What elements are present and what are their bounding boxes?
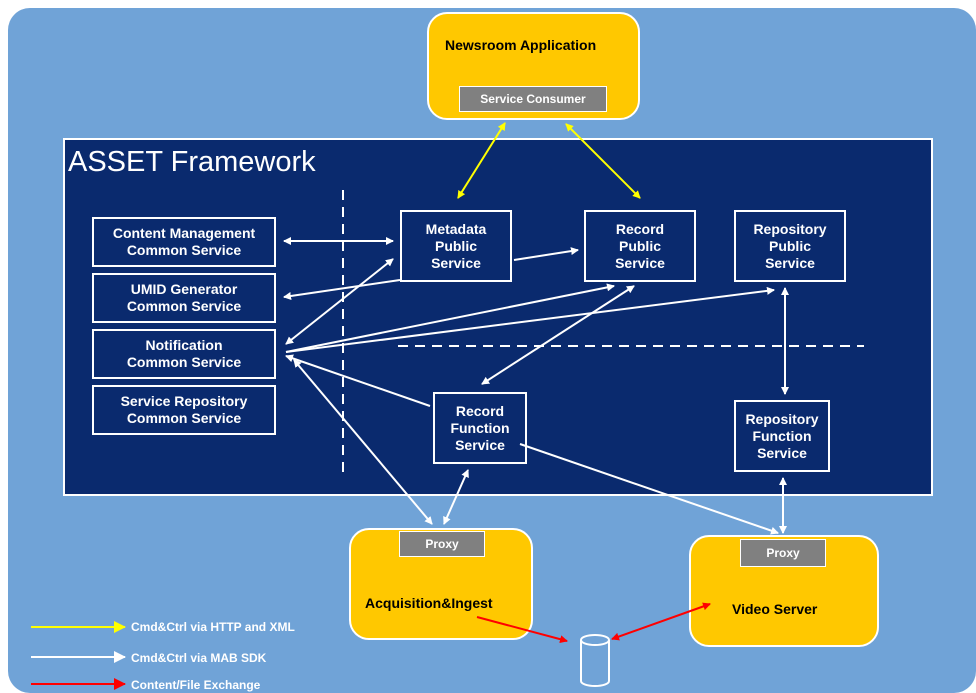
repository-function-service: Repository Function Service xyxy=(734,400,830,472)
arrow-acquisition-storage xyxy=(476,616,568,644)
notification-common-service: Notification Common Service xyxy=(92,329,276,379)
service-repository-common-service: Service Repository Common Service xyxy=(92,385,276,435)
record-function-service: Record Function Service xyxy=(433,392,527,464)
video-server-title: Video Server xyxy=(732,601,818,617)
arrow-recordfunction-proxy xyxy=(443,469,469,525)
arrow-recordfunction-notification xyxy=(285,354,431,407)
record-public-service: Record Public Service xyxy=(584,210,696,282)
legend-mab-sdk-label: Cmd&Ctrl via MAB SDK xyxy=(131,651,267,665)
framework-title: ASSET Framework xyxy=(68,146,316,178)
arrow-recordfunction-videoproxy xyxy=(519,443,779,535)
arrow-recordpublic-recordfunction xyxy=(481,285,635,385)
service-consumer-box: Service Consumer xyxy=(459,86,607,112)
legend-http-xml-label: Cmd&Ctrl via HTTP and XML xyxy=(131,620,295,634)
arrow-metadata-record xyxy=(513,247,579,261)
arrow-notification-recordpublic xyxy=(285,283,615,353)
arrow-notification-repositorypublic xyxy=(285,286,775,353)
content-management-common-service: Content Management Common Service xyxy=(92,217,276,267)
arrow-consumer-metadata xyxy=(457,122,506,199)
repository-public-service: Repository Public Service xyxy=(734,210,846,282)
umid-generator-common-service: UMID Generator Common Service xyxy=(92,273,276,323)
metadata-public-service: Metadata Public Service xyxy=(400,210,512,282)
arrow-storage-videoserver xyxy=(611,602,711,641)
newsroom-application-title: Newsroom Application xyxy=(445,37,597,53)
legend-content-file-label: Content/File Exchange xyxy=(131,678,261,692)
acquisition-proxy-box: Proxy xyxy=(399,531,485,557)
arrow-consumer-record xyxy=(565,123,641,199)
storage-cylinder-icon xyxy=(580,634,610,687)
video-server-proxy-box: Proxy xyxy=(740,539,826,567)
acquisition-ingest-title: Acquisition&Ingest xyxy=(365,595,493,611)
arrow-notification-metadata xyxy=(285,258,394,345)
arrow-proxy-notification xyxy=(293,359,433,525)
